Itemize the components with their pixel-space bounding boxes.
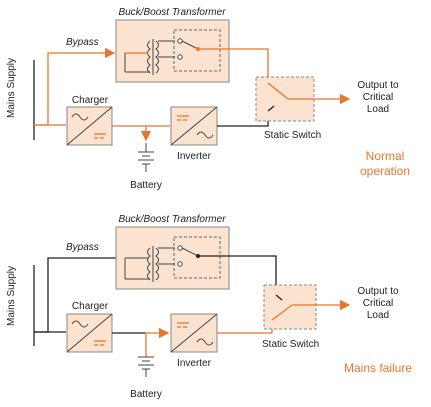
- charger-label: Charger: [72, 95, 109, 106]
- status-label-2: operation: [360, 164, 410, 178]
- tap-pivot: [196, 47, 200, 51]
- bypass-label: Bypass: [66, 242, 99, 253]
- status-label-1: Normal: [366, 149, 405, 163]
- battery-icon: [138, 348, 154, 377]
- inverter-block: [170, 313, 218, 353]
- battery-discharge-line: [145, 327, 170, 348]
- inverter-label: Inverter: [177, 151, 212, 162]
- battery-label: Battery: [130, 180, 162, 191]
- transformer-label: Buck/Boost Transformer: [118, 214, 226, 225]
- mains-supply-label: Mains Supply: [6, 58, 17, 118]
- transformer-coil-icon: [124, 39, 175, 75]
- inverter-block: [170, 106, 218, 146]
- buck-boost-transformer: [115, 19, 230, 83]
- diagram-normal-operation: Buck/Boost Transformer Bypass Mains Supp…: [6, 7, 410, 191]
- bypass-output-line: [198, 255, 277, 287]
- output-label-1: Output to: [357, 286, 399, 297]
- output-label-1: Output to: [357, 80, 399, 91]
- charger-block: [66, 106, 113, 146]
- static-switch-arm: [271, 304, 293, 321]
- battery-label: Battery: [130, 389, 162, 400]
- output-label-3: Load: [367, 104, 389, 115]
- tap-contact-2: [177, 54, 183, 60]
- output-label-2: Critical: [363, 92, 394, 103]
- tap-pivot: [196, 254, 200, 258]
- static-switch-contact: [267, 105, 275, 112]
- status-label-1: Mains failure: [344, 361, 412, 375]
- static-switch-contact: [275, 294, 283, 301]
- tap-switch-arm: [181, 40, 199, 50]
- tap-contact-1: [177, 245, 183, 251]
- mains-supply-label: Mains Supply: [6, 266, 17, 326]
- transformer-coil-icon: [124, 246, 175, 282]
- transformer-label: Buck/Boost Transformer: [118, 7, 226, 18]
- static-switch-label: Static Switch: [262, 339, 319, 350]
- transformer-tap-switch: [173, 236, 221, 279]
- tap-contact-2: [177, 261, 183, 267]
- tap-contact-1: [177, 38, 183, 44]
- charger-block: [66, 313, 113, 353]
- charger-label: Charger: [72, 301, 109, 312]
- static-switch-label: Static Switch: [264, 130, 321, 141]
- diagram-mains-failure: Buck/Boost Transformer Bypass Mains Supp…: [6, 214, 412, 400]
- battery-icon: [138, 143, 154, 172]
- static-switch-arm: [267, 82, 289, 100]
- bypass-output-line: [198, 48, 269, 81]
- output-label-2: Critical: [363, 298, 394, 309]
- transformer-tap-switch: [173, 29, 221, 72]
- tap-switch-arm: [181, 247, 199, 257]
- output-label-3: Load: [367, 310, 389, 321]
- bypass-label: Bypass: [66, 37, 99, 48]
- inverter-label: Inverter: [177, 358, 212, 369]
